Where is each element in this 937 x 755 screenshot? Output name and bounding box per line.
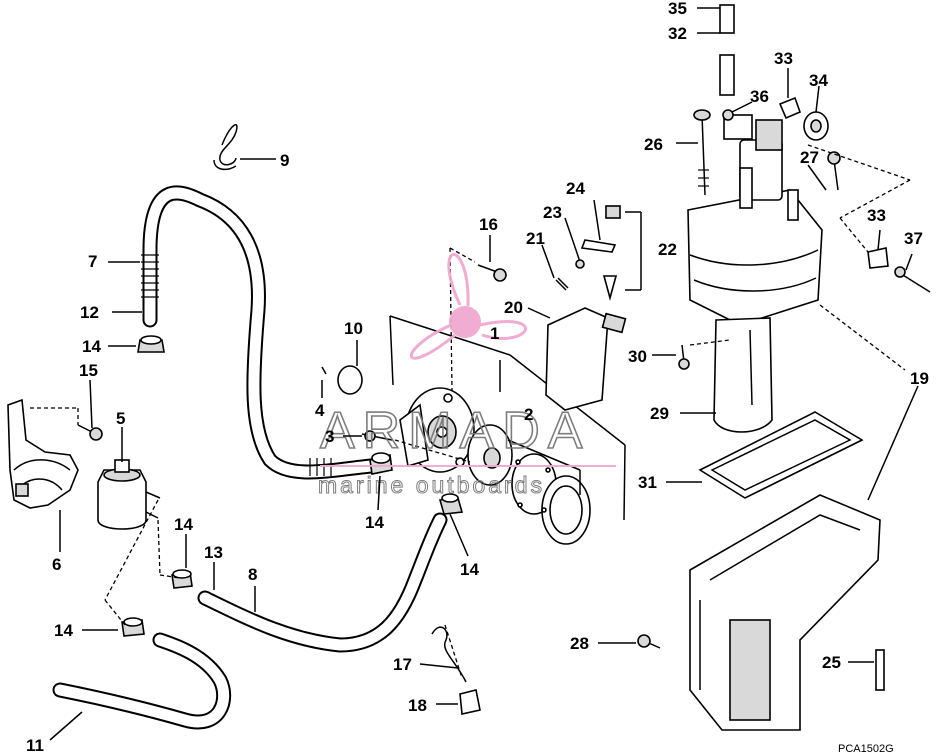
callout-2: 2 [524, 405, 533, 424]
callout-10: 10 [344, 319, 363, 338]
screw-23 [575, 249, 585, 269]
callout-14-e: 14 [54, 621, 73, 640]
clamp-14-filter [171, 569, 193, 589]
dashed-links [30, 407, 463, 679]
callout-8: 8 [248, 565, 257, 584]
callout-16: 16 [479, 215, 498, 234]
top-leader-lines [807, 144, 911, 253]
callout-25: 25 [822, 653, 841, 672]
plug-33-side [867, 247, 889, 269]
callout-3: 3 [325, 427, 334, 446]
callout-4: 4 [315, 401, 325, 420]
fuel-filter-5 [97, 459, 161, 530]
callout-14-c: 14 [460, 560, 479, 579]
callout-17: 17 [393, 655, 412, 674]
screw-26 [693, 109, 711, 196]
callout-21: 21 [526, 229, 545, 248]
callout-1: 1 [490, 324, 499, 343]
hose-11 [52, 632, 232, 730]
callout-20: 20 [504, 298, 523, 317]
clamp-9 [213, 123, 238, 171]
callout-14-b: 14 [365, 513, 384, 532]
callout-24: 24 [566, 179, 585, 198]
clamp-14-top [137, 335, 165, 353]
pin-25 [875, 649, 885, 691]
callout-29: 29 [650, 404, 669, 423]
callout-12: 12 [80, 303, 99, 322]
rod-35 [719, 4, 735, 34]
pin-4 [321, 366, 327, 375]
watermark-brand: ARMADA [320, 402, 590, 460]
plug-33-top [778, 96, 802, 120]
screw-30 [678, 339, 731, 370]
spring-21 [555, 277, 569, 291]
clip-17 [431, 626, 467, 683]
screw-3 [361, 430, 393, 442]
base-25-tank [689, 494, 881, 731]
clamp-14-lower [438, 493, 464, 515]
watermark: ARMADA marine outboards [318, 253, 616, 499]
drawing-code: PCA1502G [838, 743, 894, 755]
clamp-14-left [121, 617, 145, 637]
callout-18: 18 [408, 696, 427, 715]
rod-32 [719, 54, 735, 96]
callout-14-a: 14 [82, 337, 101, 356]
pump-diaphragm-2 [467, 424, 591, 545]
callout-28: 28 [570, 634, 589, 653]
callout-23: 23 [543, 203, 562, 222]
callout-26: 26 [644, 135, 663, 154]
callout-15: 15 [79, 361, 98, 380]
callout-13: 13 [204, 543, 223, 562]
grommet-34 [803, 111, 829, 141]
callout-leaders [49, 7, 919, 741]
callout-33: 33 [774, 49, 793, 68]
hose-8 [197, 512, 448, 653]
gasket-31 [698, 411, 864, 499]
float-bowl-29 [713, 317, 773, 433]
lever-24 [580, 239, 617, 253]
plug-18 [459, 689, 481, 715]
callout-9: 9 [280, 151, 289, 170]
pump-housing-1 [399, 387, 475, 473]
callout-7: 7 [88, 252, 97, 271]
callout-31: 31 [638, 473, 657, 492]
callout-27: 27 [800, 148, 819, 167]
callout-6: 6 [52, 555, 61, 574]
callout-11: 11 [26, 736, 44, 755]
needle-22 [602, 205, 642, 302]
bracket-6 [7, 398, 79, 509]
callout-34: 34 [809, 71, 828, 90]
watermark-tagline: marine outboards [318, 472, 545, 498]
screw-28 [637, 634, 661, 649]
callout-33-b: 33 [867, 206, 886, 225]
callout-19: 19 [910, 369, 929, 388]
screw-27 [827, 151, 841, 191]
screw-15 [77, 424, 103, 441]
check-valve-10 [337, 365, 363, 395]
callout-32: 32 [668, 24, 687, 43]
callout-labels: 35 32 33 34 36 26 27 9 24 23 22 16 21 7 … [26, 0, 929, 755]
separator-body-19 [687, 114, 906, 371]
callout-35: 35 [668, 0, 687, 18]
screw-37 [894, 266, 931, 293]
callout-14-d: 14 [174, 515, 193, 534]
callout-5: 5 [116, 409, 125, 428]
clip-36 [722, 109, 734, 121]
callout-37: 37 [904, 229, 923, 248]
callout-22: 22 [658, 240, 677, 259]
clamp-14-pump [369, 452, 393, 475]
callout-30: 30 [628, 347, 647, 366]
screw-16 [477, 264, 507, 282]
callout-36: 36 [750, 87, 769, 106]
primer-bulb-20 [545, 307, 627, 411]
propeller-icon [409, 253, 528, 360]
